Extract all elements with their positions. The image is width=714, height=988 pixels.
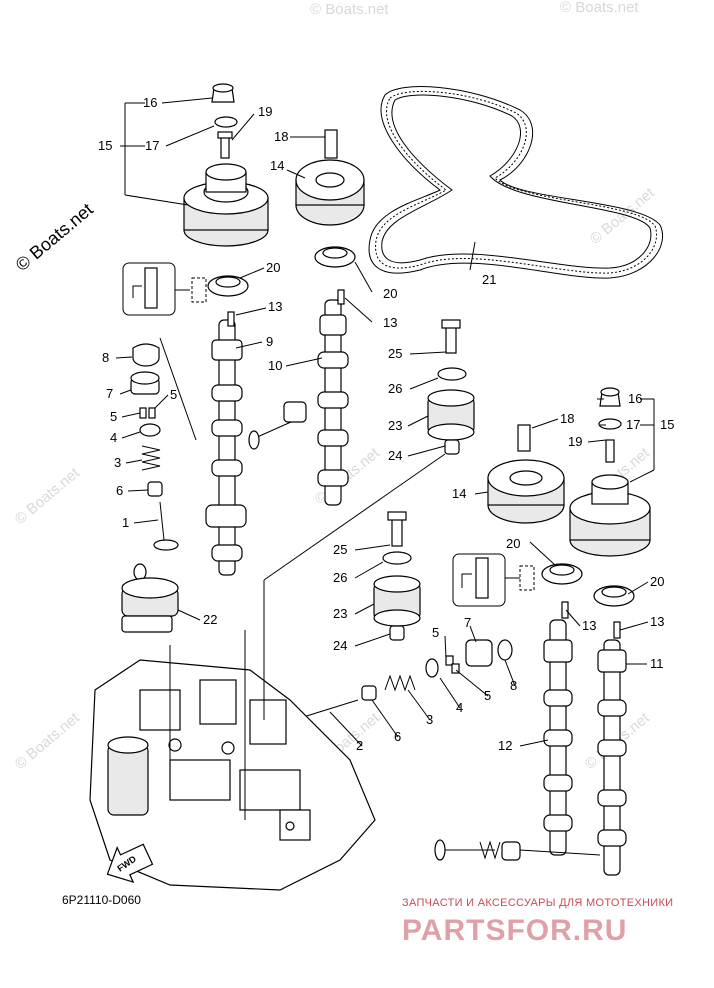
- watermark-faint: © Boats.net: [12, 709, 84, 773]
- callout-7: 7: [106, 386, 113, 401]
- callout-20: 20: [506, 536, 520, 551]
- callout-2: 2: [356, 738, 363, 753]
- callout-14: 14: [270, 158, 284, 173]
- callout-20: 20: [383, 286, 397, 301]
- callout-4: 4: [110, 430, 117, 445]
- callout-3: 3: [426, 712, 433, 727]
- left-valve-parts: [130, 343, 179, 551]
- callout-13: 13: [268, 299, 282, 314]
- callout-16: 16: [143, 95, 157, 110]
- callout-21: 21: [482, 272, 496, 287]
- callout-25: 25: [388, 346, 402, 361]
- leader-lines: [115, 97, 655, 856]
- callout-23: 23: [388, 418, 402, 433]
- left-cam-sprocket: [295, 129, 365, 226]
- right-cam-sprocket: [487, 424, 565, 524]
- callout-12: 12: [498, 738, 512, 753]
- callout-10: 10: [268, 358, 282, 373]
- left-camshafts: [205, 289, 349, 576]
- timing-belt: [368, 86, 663, 279]
- belt-tensioner: [121, 563, 179, 633]
- right-valve-parts: [293, 639, 513, 730]
- callout-5: 5: [432, 625, 439, 640]
- shop-tagline: ЗАПЧАСТИ И АКСЕССУАРЫ ДЛЯ МОТОТЕХНИКИ: [402, 897, 673, 909]
- watermark-faint: © Boats.net: [310, 1, 389, 18]
- callout-18: 18: [560, 411, 574, 426]
- callout-5: 5: [484, 688, 491, 703]
- callout-19: 19: [568, 434, 582, 449]
- callout-3: 3: [114, 455, 121, 470]
- shop-logo: PARTSFOR.RU: [402, 914, 627, 947]
- callout-22: 22: [203, 612, 217, 627]
- callout-16: 16: [628, 391, 642, 406]
- callout-26: 26: [388, 381, 402, 396]
- callout-13: 13: [650, 614, 664, 629]
- fwd-arrow-icon: FWD: [106, 843, 154, 884]
- callout-1: 1: [122, 515, 129, 530]
- callout-20: 20: [650, 574, 664, 589]
- left-cam-pulley-assembly: [183, 83, 269, 247]
- callout-24: 24: [388, 448, 402, 463]
- bottom-valve: [434, 839, 521, 861]
- diagram-code: 6P21110-D060: [62, 893, 141, 907]
- oil-seal-inner: [601, 586, 627, 598]
- callout-5: 5: [110, 409, 117, 424]
- rotation-ref-icon: [452, 553, 535, 607]
- callout-17: 17: [626, 417, 640, 432]
- callout-4: 4: [456, 700, 463, 715]
- callout-7: 7: [464, 615, 471, 630]
- watermark-faint: © Boats.net: [12, 464, 84, 528]
- callout-5: 5: [170, 387, 177, 402]
- callout-23: 23: [333, 606, 347, 621]
- callout-24: 24: [333, 638, 347, 653]
- callout-13: 13: [383, 315, 397, 330]
- watermark-main: © Boats.net: [12, 199, 97, 275]
- callout-numbers: 16 15 17 19 18 14 21 20 20 13 13 9 10 8 …: [98, 95, 674, 753]
- right-cam-pulley-assembly: [569, 387, 651, 557]
- rotation-ref-icon: [122, 262, 207, 316]
- oil-seal-inner: [215, 276, 241, 288]
- callout-17: 17: [145, 138, 159, 153]
- callout-9: 9: [266, 334, 273, 349]
- center-upper-parts: [427, 319, 475, 455]
- callout-25: 25: [333, 542, 347, 557]
- watermark-faint: © Boats.net: [560, 0, 639, 16]
- callout-19: 19: [258, 104, 272, 119]
- callout-13: 13: [582, 618, 596, 633]
- center-lower-parts: [373, 511, 421, 641]
- callout-20: 20: [266, 260, 280, 275]
- callout-15: 15: [98, 138, 112, 153]
- callout-15: 15: [660, 417, 674, 432]
- oil-seal-inner: [322, 247, 348, 259]
- right-camshafts: [543, 601, 627, 876]
- cylinder-head: [89, 630, 376, 891]
- callout-26: 26: [333, 570, 347, 585]
- callout-18: 18: [274, 129, 288, 144]
- callout-8: 8: [510, 678, 517, 693]
- callout-14: 14: [452, 486, 466, 501]
- oil-seal-inner: [549, 564, 575, 576]
- callout-6: 6: [116, 483, 123, 498]
- callout-8: 8: [102, 350, 109, 365]
- callout-6: 6: [394, 729, 401, 744]
- callout-11: 11: [650, 656, 664, 671]
